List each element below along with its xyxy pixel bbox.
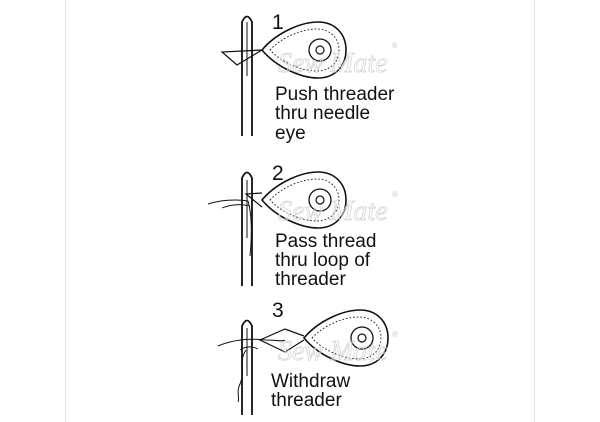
step-3-caption-line-1: Withdraw [271, 371, 350, 392]
needle-2 [241, 171, 253, 286]
step-1-caption-line-3: eye [275, 123, 306, 144]
svg-text:Sew Mate: Sew Mate [278, 48, 388, 79]
watermark-3: Sew Mate ® [278, 330, 398, 367]
watermark-text: Sew Mate [278, 48, 388, 79]
step-1-caption-line-1: Push threader [275, 84, 395, 105]
step-3: 3 Sew Mate ® Withdraw threader [217, 299, 398, 415]
step-number-2: 2 [272, 162, 284, 185]
threader-wire-3 [258, 328, 305, 353]
watermark-text: Sew Mate [278, 196, 388, 227]
step-2: 2 Sew Mate ® Pass thread thru loop of th… [207, 162, 398, 290]
svg-text:Sew Mate: Sew Mate [278, 336, 388, 367]
needle-1 [241, 15, 253, 136]
watermark-text: Sew Mate [278, 336, 388, 367]
threader-wire-1 [220, 49, 263, 66]
step-2-caption-line-2: thru loop of [275, 250, 371, 271]
step-2-caption-line-3: threader [275, 269, 346, 290]
step-1-caption-line-2: thru needle [275, 103, 370, 124]
step-3-caption-line-2: threader [271, 390, 342, 411]
watermark-mark: ® [392, 41, 398, 50]
watermark-mark: ® [392, 190, 398, 199]
watermark-2: Sew Mate ® [278, 190, 398, 227]
step-2-caption-line-1: Pass thread [275, 231, 376, 252]
left-panel-border [65, 0, 66, 422]
watermark-mark: ® [392, 330, 398, 339]
step-number-3: 3 [272, 299, 284, 322]
step-1: 1 Sew Mate ® Push threader thru needle e… [220, 11, 398, 144]
thread-3 [217, 338, 286, 403]
watermark-1: Sew Mate ® [278, 41, 398, 79]
needle-3 [241, 319, 253, 415]
thread-2 [207, 199, 252, 257]
step-number-1: 1 [272, 11, 284, 34]
right-panel-border [534, 0, 535, 422]
svg-text:Sew Mate: Sew Mate [278, 196, 388, 227]
threader-wire-2 [244, 192, 263, 208]
